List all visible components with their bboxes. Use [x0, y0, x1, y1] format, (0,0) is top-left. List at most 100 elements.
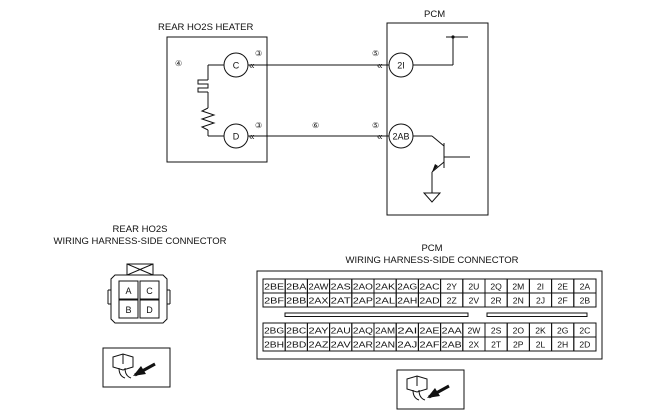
pcm-cell-2u: 2U	[468, 281, 479, 291]
pcm-cell-2av: 2AV	[331, 339, 351, 349]
pcm-cell-2t: 2T	[491, 339, 502, 349]
heater-box	[166, 36, 268, 163]
rear-connector-face	[107, 263, 171, 324]
callout-6: ⑥	[312, 121, 319, 130]
pcm-cell-2aa: 2AA	[442, 325, 462, 335]
svg-text:«: «	[249, 61, 255, 72]
rear-terminal-d: D	[146, 305, 153, 315]
pcm-cell-2be: 2BE	[264, 281, 284, 291]
pcm-cell-2az: 2AZ	[309, 339, 329, 349]
pcm-cell-2n: 2N	[513, 295, 524, 305]
pcm-cell-2s: 2S	[491, 325, 502, 335]
pcm-cell-2an: 2AN	[375, 339, 395, 349]
pcm-pin-2ab-label: 2AB	[392, 132, 409, 142]
pcm-cell-2bh: 2BH	[264, 339, 284, 349]
pcm-cell-2bg: 2BG	[264, 325, 284, 335]
pcm-cell-2k: 2K	[535, 325, 546, 335]
pcm-cell-2b: 2B	[580, 295, 591, 305]
pcm-pin-2i: 2I	[388, 52, 414, 78]
pcm-connector-title-1: PCM	[421, 243, 442, 254]
callout-5-top: ⑤	[372, 49, 379, 58]
pcm-connector-key-left	[284, 312, 469, 317]
pcm-cell-2v: 2V	[469, 295, 480, 305]
pcm-cell-2al: 2AL	[375, 295, 395, 305]
rear-connector-title-1: REAR HO2S	[113, 224, 168, 235]
svg-text:«: «	[249, 132, 255, 143]
pcm-cell-2l: 2L	[536, 339, 546, 349]
pcm-cell-box	[573, 336, 597, 352]
pcm-cell-2ak: 2AK	[375, 281, 395, 291]
pcm-connector-outline	[256, 270, 603, 360]
pcm-cell-2f: 2F	[558, 295, 568, 305]
rear-connector-title-2: WIRING HARNESS-SIDE CONNECTOR	[54, 236, 227, 247]
svg-text:«: «	[377, 61, 383, 72]
pcm-cell-2aj: 2AJ	[397, 339, 417, 349]
wire-d-to-2ab: « «	[248, 132, 389, 143]
pcm-cell-2y: 2Y	[446, 281, 457, 291]
pcm-pin-2ab: 2AB	[388, 123, 414, 149]
pcm-cell-2bc: 2BC	[286, 325, 306, 335]
svg-text:«: «	[377, 132, 383, 143]
pcm-connector-title-2: WIRING HARNESS-SIDE CONNECTOR	[346, 255, 519, 266]
pcm-cell-2ap: 2AP	[353, 295, 373, 305]
rear-connector-view-icon	[102, 347, 171, 388]
heater-pin-c-label: C	[233, 61, 240, 71]
pcm-cell-2d: 2D	[579, 339, 590, 349]
pcm-cell-2q: 2Q	[490, 281, 502, 291]
pcm-cell-2x: 2X	[469, 339, 480, 349]
pcm-cell-2ay: 2AY	[309, 325, 329, 335]
pcm-box	[386, 22, 489, 216]
pcm-cell-2ad: 2AD	[420, 295, 440, 305]
pcm-cell-2ae: 2AE	[420, 325, 440, 335]
wire-c-to-2i: « «	[248, 61, 389, 72]
pcm-cell-2aw: 2AW	[309, 281, 330, 291]
callout-5-bottom: ⑤	[372, 121, 379, 130]
pcm-cell-box	[573, 292, 597, 308]
pcm-cell-2o: 2O	[513, 325, 525, 335]
pcm-cell-2z: 2Z	[447, 295, 457, 305]
pcm-cell-2r: 2R	[491, 295, 502, 305]
callout-3-top: ③	[255, 49, 262, 58]
rear-terminal-c: C	[146, 286, 153, 296]
heater-title: REAR HO2S HEATER	[158, 22, 254, 33]
pcm-cell-2ar: 2AR	[353, 339, 373, 349]
pcm-cell-2a: 2A	[580, 281, 591, 291]
pcm-cell-2bf: 2BF	[264, 295, 284, 305]
heater-pin-d-label: D	[233, 132, 240, 142]
pcm-cell-2aq: 2AQ	[353, 325, 373, 335]
pcm-cell-2e: 2E	[557, 281, 568, 291]
pcm-cell-2i: 2I	[537, 281, 544, 291]
pcm-cell-2h: 2H	[557, 339, 568, 349]
pcm-cell-2m: 2M	[512, 281, 524, 291]
heater-pin-d: D	[223, 123, 249, 149]
rear-terminal-a: A	[125, 286, 131, 296]
pcm-cell-2ao: 2AO	[353, 281, 373, 291]
pcm-cell-2as: 2AS	[331, 281, 351, 291]
callout-4: ④	[175, 59, 182, 68]
heater-pin-c: C	[223, 52, 249, 78]
pcm-connector-view-icon	[396, 369, 465, 410]
pcm-cell-2j: 2J	[536, 295, 545, 305]
pcm-cell-2ah: 2AH	[397, 295, 417, 305]
pcm-supply-line	[413, 35, 468, 66]
pcm-cell-2bb: 2BB	[286, 295, 306, 305]
pcm-cell-2w: 2W	[467, 325, 481, 335]
pcm-cell-2ac: 2AC	[420, 281, 440, 291]
pcm-cell-2ba: 2BA	[286, 281, 306, 291]
pcm-cell-2at: 2AT	[331, 295, 352, 305]
pcm-cell-2p: 2P	[513, 339, 524, 349]
pcm-cell-2ai: 2AI	[397, 325, 417, 335]
pcm-connector-key-right	[486, 312, 588, 317]
heater-element-symbol	[197, 64, 224, 137]
pcm-cell-2ab: 2AB	[442, 339, 462, 349]
pcm-transistor-symbol	[413, 135, 470, 203]
pcm-cell-2au: 2AU	[331, 325, 351, 335]
pcm-title: PCM	[424, 9, 445, 20]
pcm-cell-2ag: 2AG	[397, 281, 417, 291]
rear-terminal-b: B	[125, 305, 131, 315]
pcm-pin-2i-label: 2I	[397, 61, 405, 71]
pcm-cell-2g: 2G	[557, 325, 569, 335]
callout-3-bottom: ③	[255, 121, 262, 130]
